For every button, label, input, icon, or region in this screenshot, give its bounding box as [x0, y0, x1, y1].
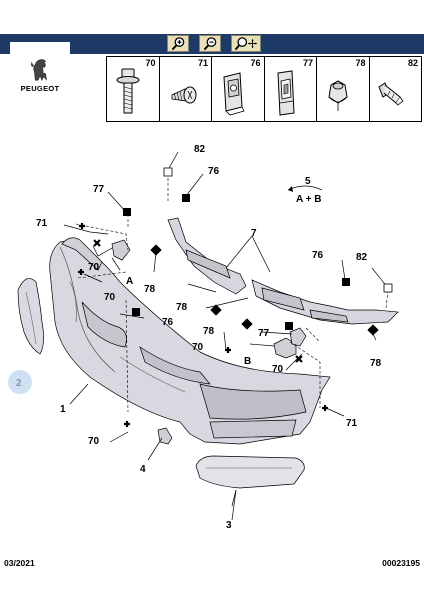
- brand-logo: PEUGEOT: [8, 56, 72, 100]
- part-number: 70: [145, 58, 156, 68]
- push-nut-icon: [328, 80, 348, 111]
- callout-76c: 76: [162, 317, 174, 328]
- callout-78: 78: [144, 284, 156, 295]
- part-cell-77[interactable]: 77: [265, 57, 317, 121]
- callout-78d: 78: [370, 358, 382, 369]
- callout-76: 76: [208, 166, 220, 177]
- clip-nut-icon: [223, 72, 245, 116]
- callout-70e: 70: [88, 436, 100, 447]
- part-cell-82[interactable]: 82: [370, 57, 422, 121]
- part-number: 77: [302, 58, 313, 68]
- zoom-pan-button[interactable]: [231, 35, 261, 52]
- magnifier-move-icon: [234, 37, 258, 51]
- callout-3: 3: [226, 520, 232, 531]
- zoom-in-button[interactable]: [167, 35, 189, 52]
- part-number: 76: [250, 58, 261, 68]
- callout-5: 5: [305, 176, 311, 187]
- callout-82: 82: [194, 144, 206, 155]
- logo-tab: [10, 42, 70, 56]
- magnifier-minus-icon: [203, 37, 216, 51]
- screw-icon: [171, 86, 196, 104]
- magnifier-plus-icon: [171, 37, 184, 51]
- part-number: 78: [355, 58, 366, 68]
- lion-icon: [30, 59, 47, 81]
- bumper-diagram-svg: 82 76 5 A + B 77 71 7 70 A 78 76 82 70 7…: [8, 144, 399, 531]
- callout-71b: 71: [346, 418, 358, 429]
- callout-71: 71: [36, 218, 48, 229]
- callout-1: 1: [60, 404, 66, 415]
- part-cell-70[interactable]: 70: [107, 57, 160, 121]
- parts-legend: 70 71 76 77: [106, 56, 422, 122]
- callout-70b: 70: [104, 292, 116, 303]
- callout-B: B: [244, 356, 251, 367]
- callout-7: 7: [251, 228, 257, 239]
- callout-77b: 77: [258, 328, 270, 339]
- callout-70: 70: [88, 262, 100, 273]
- callout-70c: 70: [192, 342, 204, 353]
- spring-clip-icon: [276, 70, 295, 116]
- part-cell-78[interactable]: 78: [317, 57, 370, 121]
- exploded-diagram: 82 76 5 A + B 77 71 7 70 A 78 76 82 70 7…: [0, 122, 424, 552]
- part-number: 82: [407, 58, 418, 68]
- callout-70d: 70: [272, 364, 284, 375]
- callout-77: 77: [93, 184, 105, 195]
- part-cell-76[interactable]: 76: [212, 57, 265, 121]
- part-number: 71: [197, 58, 208, 68]
- part-cell-71[interactable]: 71: [160, 57, 212, 121]
- callout-78b: 78: [176, 302, 188, 313]
- rivet-icon: [377, 82, 404, 106]
- flange-bolt-icon: [116, 68, 140, 114]
- callout-76b: 76: [312, 250, 324, 261]
- callout-4: 4: [140, 464, 146, 475]
- callout-78c: 78: [203, 326, 215, 337]
- callout-82b: 82: [356, 252, 368, 263]
- highlight-circle: [8, 370, 32, 394]
- callout-A: A: [126, 276, 133, 287]
- callout-5-subtitle: A + B: [296, 194, 321, 205]
- footer-reference: 00023195: [382, 558, 420, 568]
- brand-name: PEUGEOT: [20, 84, 60, 93]
- zoom-out-button[interactable]: [199, 35, 221, 52]
- footer-date: 03/2021: [4, 558, 35, 568]
